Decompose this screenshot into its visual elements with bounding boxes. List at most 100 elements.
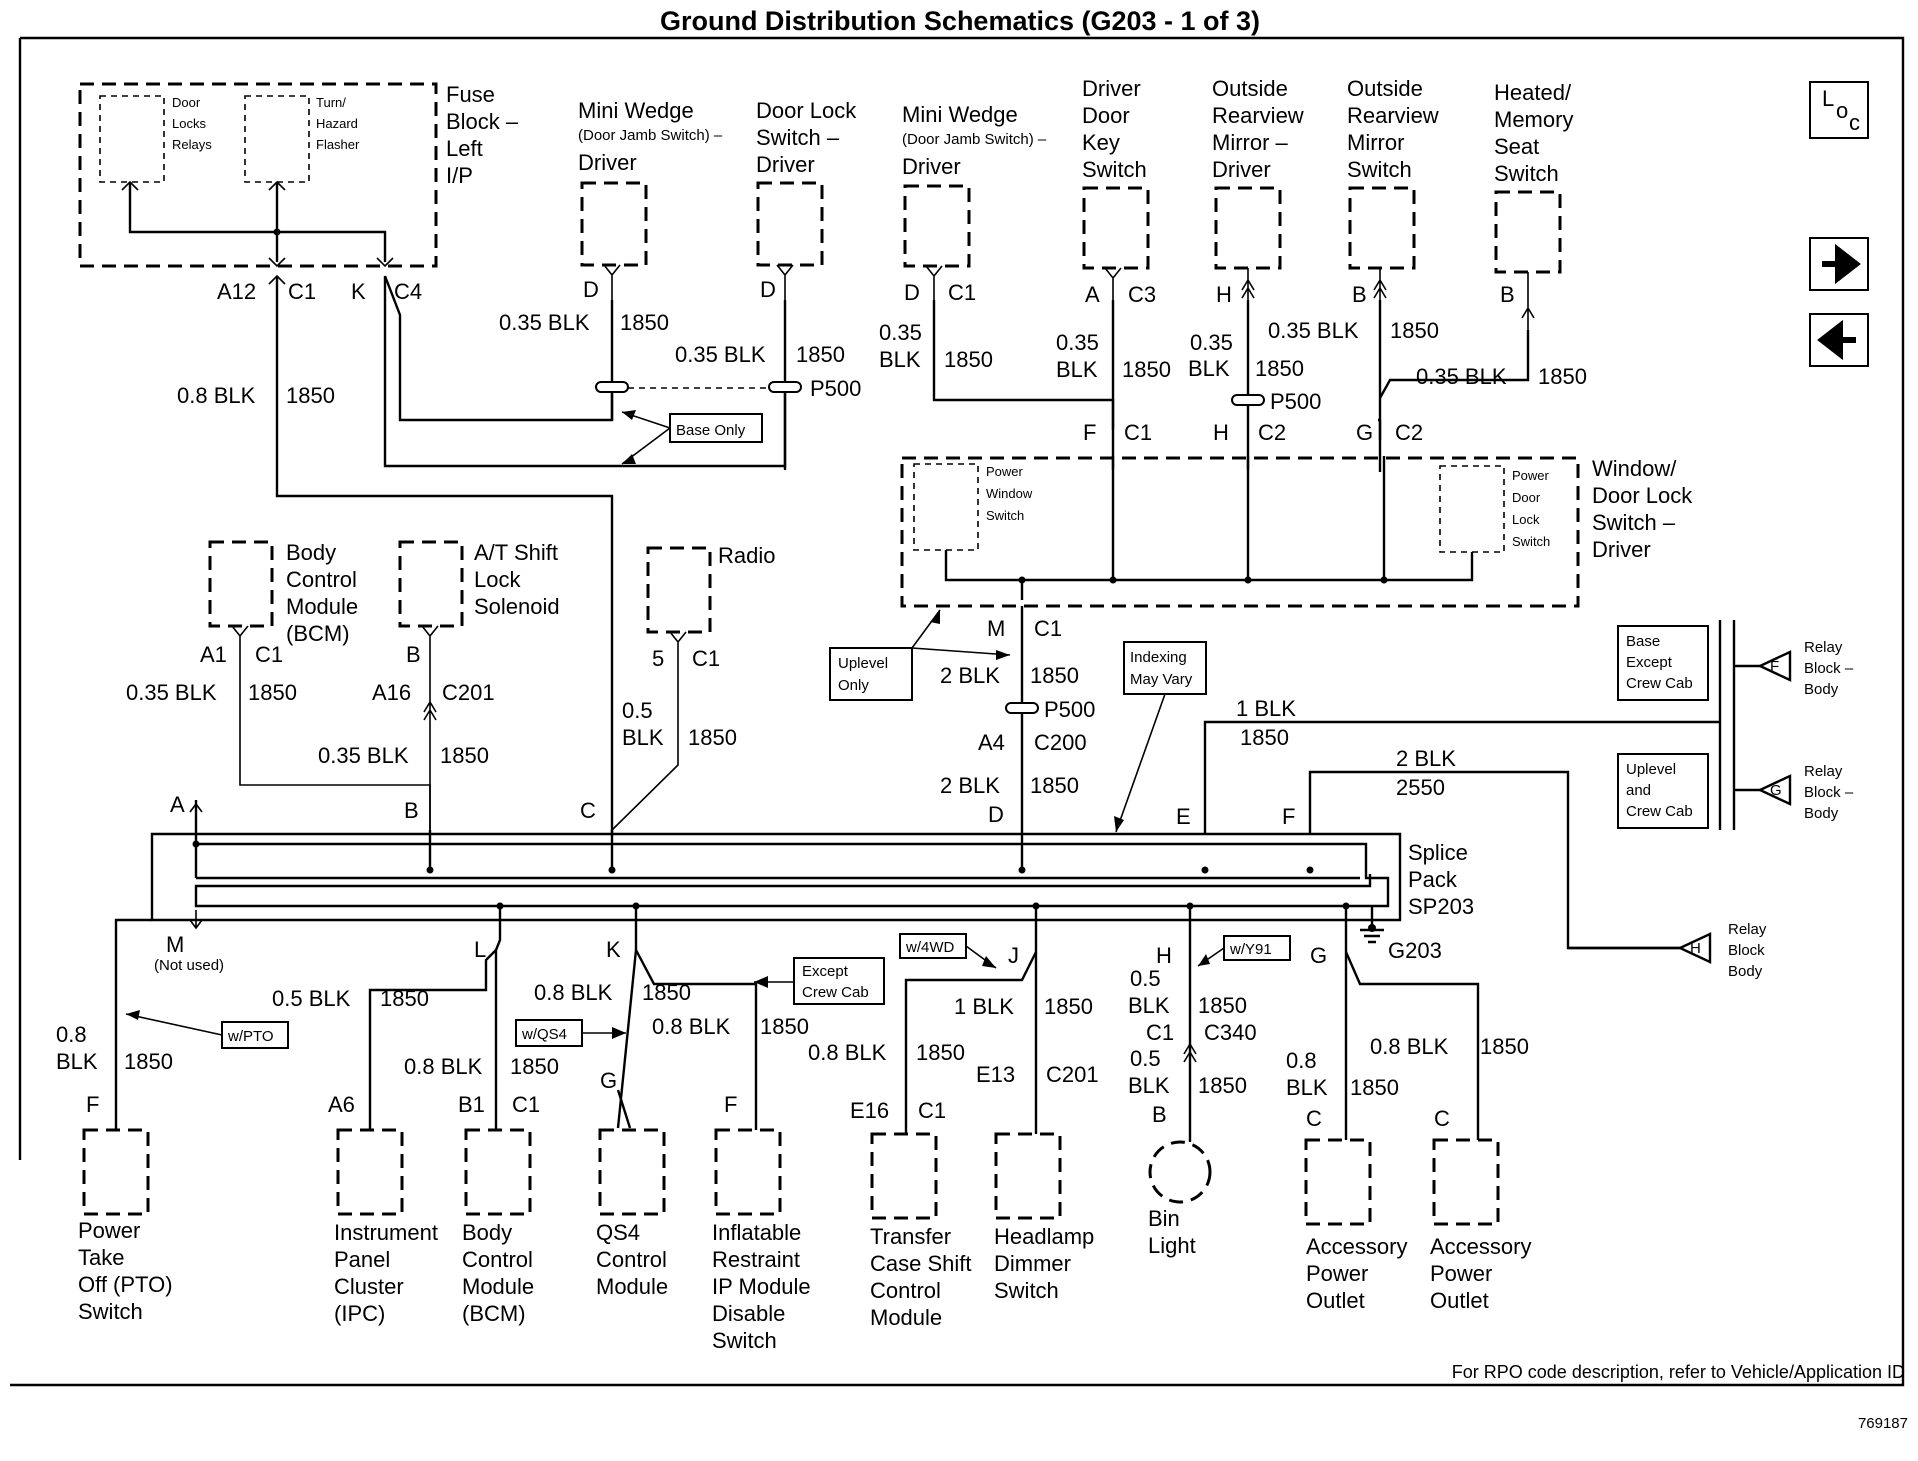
door-lock-switch-label-3: Driver — [756, 152, 815, 177]
base-except-crew-note — [1617, 625, 1709, 701]
ipc-label-4: (IPC) — [334, 1301, 385, 1326]
mini-wedge-2-label-3: Driver — [902, 154, 961, 179]
uplevel-only-text-2: Only — [838, 677, 869, 694]
loc-o: o — [1836, 98, 1848, 123]
fuse-wire-gauge: 0.8 BLK — [177, 383, 256, 408]
p500-label-a: P500 — [810, 376, 861, 401]
pin-c340: C340 — [1204, 1020, 1257, 1045]
pin-b1: B1 — [458, 1092, 485, 1117]
bin-wire-bot-gauge: 0.5 — [1130, 1046, 1161, 1071]
bottom-wire-ends — [114, 1089, 1480, 1142]
pin-d-3: D — [904, 280, 920, 305]
pin-b-bin: B — [1152, 1102, 1167, 1127]
qs4-wire-gauge: 0.8 BLK — [652, 1014, 731, 1039]
w-qs4-text: w/QS4 — [521, 1026, 567, 1043]
loc-button[interactable]: L o c — [1809, 81, 1869, 139]
j-wire-circuit: 1850 — [1044, 994, 1093, 1019]
acc1-wire-circuit: 1850 — [1350, 1075, 1399, 1100]
mini-wedge-2-label-2: (Door Jamb Switch) – — [902, 131, 1047, 148]
base-except-crew-text-3: Crew Cab — [1626, 675, 1693, 692]
mini-wedge-driver-1: Mini Wedge (Door Jamb Switch) – Driver — [578, 98, 723, 300]
pto-wire-color: BLK — [56, 1049, 98, 1074]
pin-c2: C2 — [1258, 420, 1286, 445]
bin-light-label: Bin — [1148, 1206, 1180, 1231]
bcm-label-3: Module — [286, 594, 358, 619]
inflatable-restraint-ip-module-disable-switch: Inflatable Restraint IP Module Disable S… — [712, 1128, 811, 1353]
instrument-panel-cluster: Instrument Panel Cluster (IPC) — [334, 1128, 438, 1326]
indexing-text-2: May Vary — [1130, 671, 1193, 688]
arrow-right-icon — [1822, 243, 1861, 285]
ipc-label: Instrument — [334, 1220, 438, 1245]
e-wire-gauge: 1 BLK — [1236, 696, 1296, 721]
indexing-may-vary-note: Indexing May Vary — [1114, 641, 1207, 833]
mini-wedge-label-3: Driver — [578, 150, 637, 175]
splice-pin-h: H — [1156, 943, 1172, 968]
mini-wedge-2-label: Mini Wedge — [902, 102, 1018, 127]
acc2-wire-circuit: 1850 — [1480, 1034, 1529, 1059]
bin-wire-bot-color: BLK — [1128, 1073, 1170, 1098]
d-wire-circuit: 1850 — [1030, 773, 1079, 798]
window-door-lock-label-4: Driver — [1592, 537, 1651, 562]
mirror-switch-label: Outside — [1347, 76, 1423, 101]
pin-e16: E16 — [850, 1098, 889, 1123]
p500-label-b: P500 — [1270, 389, 1321, 414]
driver-door-key-switch: Driver Door Key Switch — [1082, 76, 1150, 300]
relay-block-h-label: Relay — [1728, 921, 1767, 938]
pin-b: B — [1352, 282, 1367, 307]
pin-h: H — [1216, 282, 1232, 307]
pin-c-acc2: C — [1434, 1106, 1450, 1131]
mirror-driver-label-4: Driver — [1212, 157, 1271, 182]
window-door-lock-label: Window/ — [1592, 456, 1677, 481]
bcm2-label-3: Module — [462, 1274, 534, 1299]
uplevel-crew-text: Uplevel — [1626, 761, 1676, 778]
w-qs4-note: w/QS4 — [515, 1019, 626, 1047]
bcm2-label-2: Control — [462, 1247, 533, 1272]
w-4wd-note: w/4WD — [899, 933, 997, 969]
splice-pin-c: C — [580, 798, 596, 823]
pin-m: M — [987, 616, 1005, 641]
pin-a12: A12 — [217, 279, 256, 304]
pin-a1: A1 — [200, 642, 227, 667]
inflatable-label: Inflatable — [712, 1220, 801, 1245]
mini-wedge-label-2: (Door Jamb Switch) – — [578, 127, 723, 144]
splice-pin-a: A — [170, 792, 185, 817]
prev-page-button[interactable] — [1809, 313, 1869, 367]
seat-wire-gauge: 0.35 BLK — [1416, 364, 1507, 389]
next-page-button[interactable] — [1809, 237, 1869, 291]
uplevel-crew-note — [1617, 753, 1709, 829]
ground-label: G203 — [1388, 938, 1442, 963]
relay-pin-g: G — [1770, 782, 1782, 799]
relay-block-g-label: Relay — [1804, 763, 1843, 780]
door-lock-switch-driver: Door Lock Switch – Driver — [756, 98, 857, 300]
pin-f-pto: F — [86, 1092, 99, 1117]
m-wire-circuit: 1850 — [1030, 663, 1079, 688]
dls-wire-gauge: 0.35 BLK — [675, 342, 766, 367]
power-door-lock-label-2: Door — [1512, 490, 1541, 505]
pin-c201-hd: C201 — [1046, 1062, 1099, 1087]
not-used-label: (Not used) — [154, 957, 224, 974]
pin-c2-2: C2 — [1395, 420, 1423, 445]
inflatable-label-5: Switch — [712, 1328, 777, 1353]
radio-wire-circuit: 1850 — [688, 725, 737, 750]
mw2-wire-color: BLK — [879, 347, 921, 372]
fuse-block-left-ip: Door Locks Relays Turn/ Hazard Flasher F… — [78, 82, 519, 268]
pin-h-2: H — [1213, 420, 1229, 445]
wire-g-acc2 — [1344, 951, 1480, 1128]
mirror-switch-label-3: Mirror — [1347, 130, 1404, 155]
transfer-case-label: Transfer — [870, 1224, 951, 1249]
wire-pin-e — [1203, 720, 1700, 834]
pin-c4: C4 — [394, 279, 422, 304]
wire-fuse-a12 — [275, 276, 614, 836]
d-wire-gauge: 2 BLK — [940, 773, 1000, 798]
outside-rearview-mirror-switch: Outside Rearview Mirror Switch — [1347, 76, 1439, 300]
pin-b-at: B — [406, 642, 421, 667]
bcm-wire-gauge: 0.35 BLK — [126, 680, 217, 705]
tc-wire-circuit: 1850 — [916, 1040, 965, 1065]
bcm-label-2: Control — [286, 567, 357, 592]
mirror-switch-label-4: Switch — [1347, 157, 1412, 182]
power-window-label-2: Window — [986, 486, 1033, 501]
splice-pin-f: F — [1282, 804, 1295, 829]
fuse-wire-circuit: 1850 — [286, 383, 335, 408]
